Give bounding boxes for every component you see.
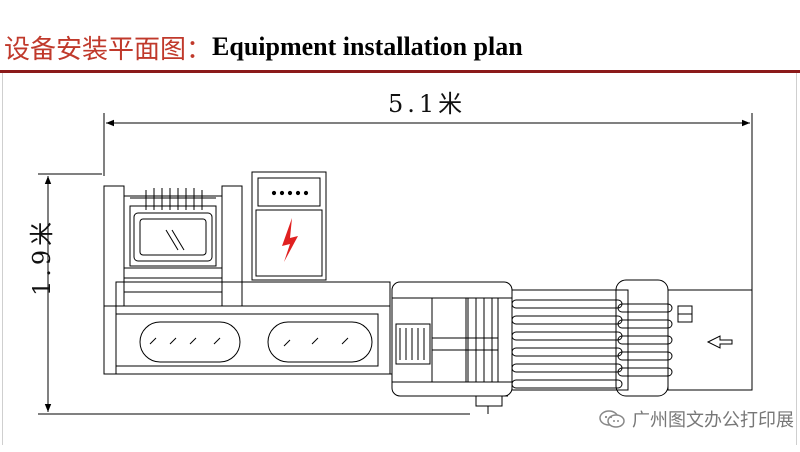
control-cabinet bbox=[251, 171, 327, 281]
feed-conveyor bbox=[511, 279, 753, 397]
wechat-icon bbox=[599, 410, 625, 428]
height-dimension-label: 1.9米 bbox=[28, 217, 56, 296]
height-dimension-line bbox=[38, 173, 470, 415]
feed-direction-arrow bbox=[706, 335, 733, 349]
width-dimension-line bbox=[103, 113, 753, 290]
watermark-text: 广州图文办公打印展 bbox=[632, 410, 794, 431]
page-title: 设备安装平面图： Equipment installation plan bbox=[4, 30, 523, 65]
drive-assembly bbox=[391, 281, 513, 414]
width-dimension-label: 5.1米 bbox=[388, 90, 467, 118]
left-machine-unit bbox=[103, 185, 243, 307]
drawing-frame bbox=[2, 73, 797, 445]
watermark: 广州图文办公打印展 bbox=[598, 406, 794, 432]
spindle-row bbox=[130, 188, 216, 210]
title-chinese: 设备安装平面图： bbox=[4, 34, 213, 65]
machine-base bbox=[103, 281, 392, 375]
lightning-warning-icon bbox=[282, 218, 298, 262]
title-divider bbox=[0, 70, 800, 73]
title-english: Equipment installation plan bbox=[212, 32, 523, 61]
